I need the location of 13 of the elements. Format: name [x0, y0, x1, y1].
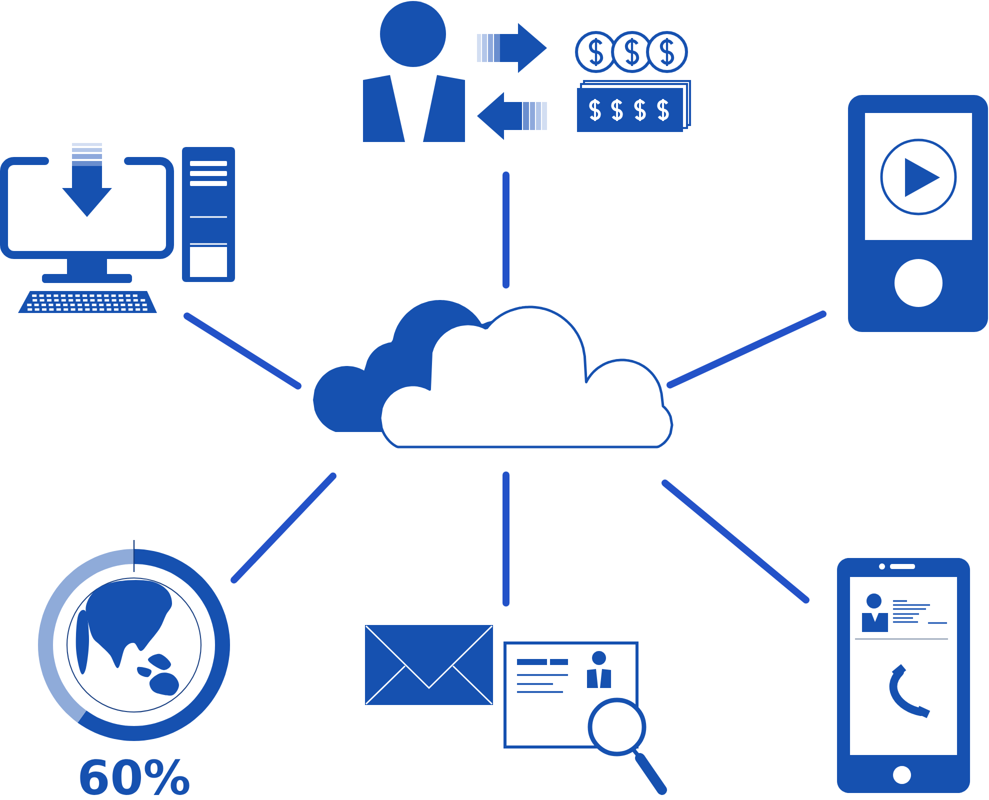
- percent-label: 60%: [80, 759, 190, 795]
- connector-line: [666, 310, 827, 388]
- desktop-computer-icon: [0, 143, 235, 313]
- envelope-id-card-icon: [365, 625, 668, 795]
- connector-line: [662, 480, 810, 604]
- connector-line: [184, 312, 302, 390]
- media-player-icon: [848, 95, 988, 332]
- smartphone-contact-icon: [837, 558, 970, 794]
- connector-line: [502, 472, 510, 606]
- cloud: [313, 300, 674, 448]
- connector-line: [230, 472, 336, 584]
- person-money-exchange-icon: [363, 1, 692, 142]
- connector-line: [502, 172, 510, 288]
